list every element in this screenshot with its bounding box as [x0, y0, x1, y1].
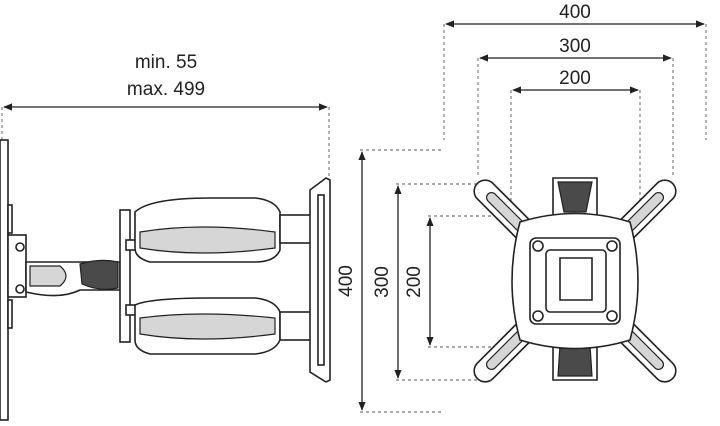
vertical-400-label: 400	[336, 265, 357, 297]
articulating-arm	[25, 209, 141, 343]
center-plate	[511, 212, 639, 350]
lower-arm-segment	[134, 297, 319, 355]
horizontal-300-label: 300	[559, 36, 591, 57]
tv-bracket-side	[309, 177, 331, 383]
upper-arm-segment	[134, 197, 319, 263]
depth-min-label: min. 55	[135, 52, 197, 73]
horizontal-200-label: 200	[559, 68, 591, 89]
wall-plate	[0, 139, 27, 421]
side-view: min. 55 max. 499	[0, 52, 331, 421]
vertical-200-label: 200	[404, 266, 425, 298]
vertical-300-label: 300	[372, 266, 393, 298]
horizontal-400-label: 400	[559, 2, 591, 23]
depth-max-label: max. 499	[127, 79, 205, 100]
front-view: 400 300 200 400 300 200	[336, 2, 707, 413]
horizontal-dimensions: 400 300 200	[443, 2, 707, 205]
vertical-dimensions: 400 300 200	[336, 149, 511, 413]
